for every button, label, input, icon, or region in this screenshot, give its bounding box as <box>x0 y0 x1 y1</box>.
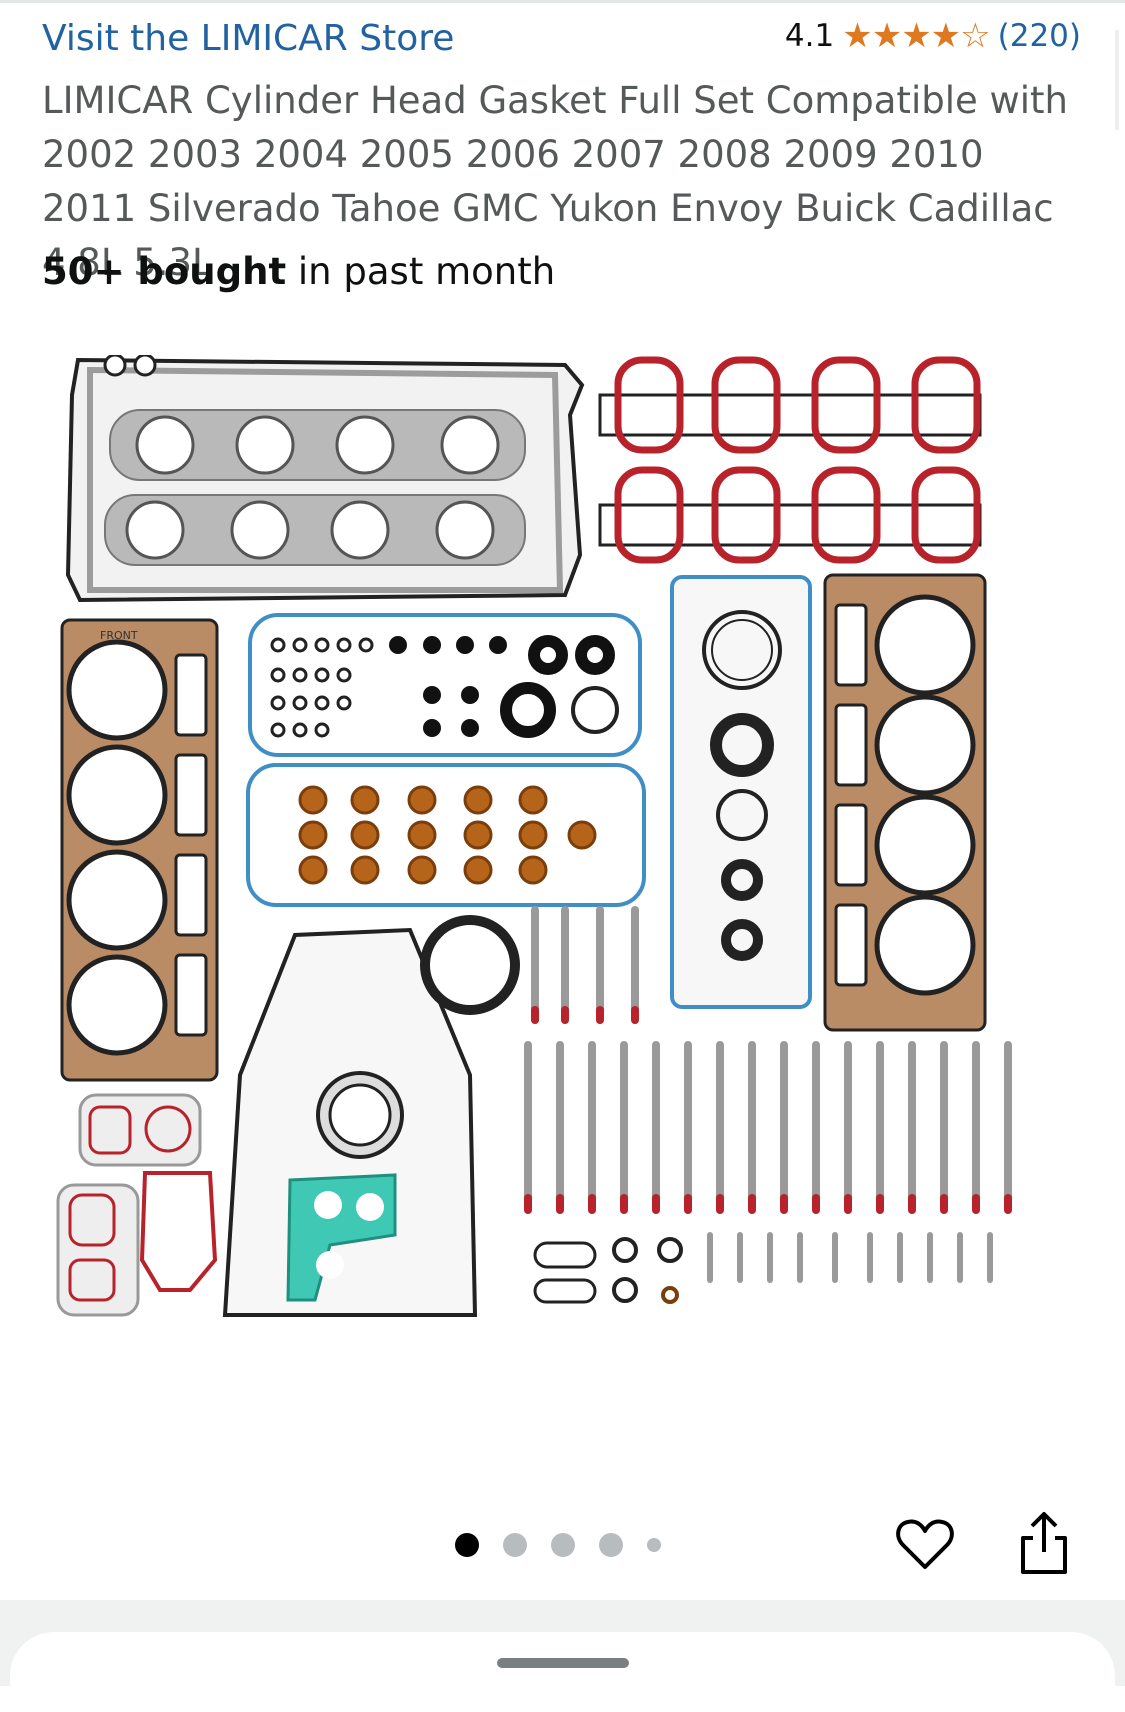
image-carousel-indicator[interactable] <box>455 1533 661 1557</box>
left-head-gasket: FRONT <box>60 618 219 1082</box>
intake-manifold-gaskets <box>598 356 982 564</box>
oring-seal-kit <box>248 613 642 757</box>
bottom-sheet[interactable] <box>10 1632 1115 1712</box>
bought-in-past-month: 50+ bought in past month <box>42 250 555 293</box>
top-divider <box>0 0 1125 3</box>
lifter-valley-gasket <box>670 575 812 1009</box>
rating-summary[interactable]: 4.1 ★★★★☆ (220) <box>785 18 1081 54</box>
share-icon[interactable] <box>1015 1510 1073 1576</box>
carousel-dot-4[interactable] <box>599 1533 623 1557</box>
small-seals <box>533 1237 683 1304</box>
water-pump-gaskets <box>286 1173 397 1302</box>
bought-period: in past month <box>286 250 556 293</box>
front-cover-gasket <box>222 915 520 1317</box>
carousel-dot-3[interactable] <box>551 1533 575 1557</box>
sheet-drag-handle[interactable] <box>497 1658 629 1668</box>
svg-text:FRONT: FRONT <box>100 629 138 642</box>
product-image[interactable]: FRONT <box>50 355 1070 1435</box>
scroll-indicator <box>1115 30 1119 130</box>
product-title: LIMICAR Cylinder Head Gasket Full Set Co… <box>42 79 1069 284</box>
bought-count: 50+ bought <box>42 250 287 293</box>
valve-stem-seals <box>246 763 646 907</box>
right-head-gasket <box>823 573 987 1032</box>
head-bolts <box>524 906 1012 1283</box>
carousel-dot-2[interactable] <box>503 1533 527 1557</box>
carousel-dot-5[interactable] <box>647 1538 661 1552</box>
carousel-dot-1[interactable] <box>455 1533 479 1557</box>
valley-cover-gasket <box>65 355 585 603</box>
review-count-link[interactable]: (220) <box>997 18 1081 54</box>
heart-icon[interactable] <box>895 1515 955 1575</box>
rating-stars-icon: ★★★★☆ <box>842 16 990 56</box>
misc-gaskets <box>56 1093 218 1317</box>
rating-value: 4.1 <box>784 18 835 54</box>
visit-store-link[interactable]: Visit the LIMICAR Store <box>42 18 455 59</box>
